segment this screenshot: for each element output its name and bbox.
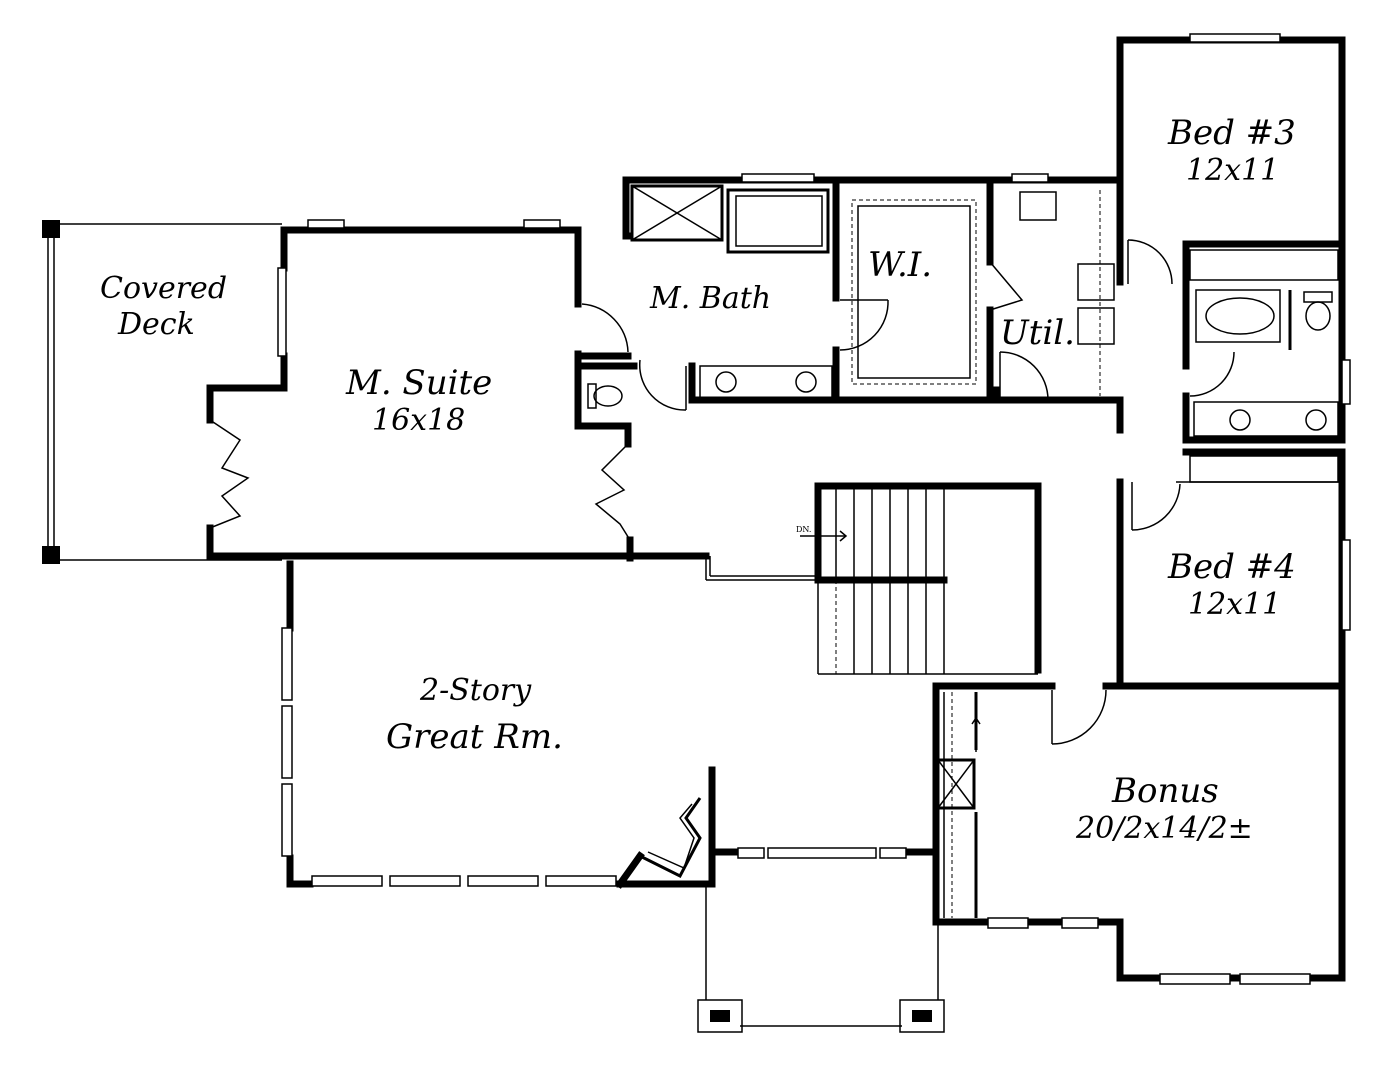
window [281,705,293,779]
bedroom-3 [1116,33,1346,286]
hall-bath [1182,240,1351,444]
master-suite-size: 16x18 [372,403,465,438]
great-room-label: 2-Story [419,673,532,708]
great-room-walls [281,560,716,889]
window [767,847,877,859]
window [737,847,765,859]
utility-label: Util. [1000,313,1075,353]
dryer [1077,307,1115,345]
deck-post [42,220,60,238]
window [1011,173,1049,183]
bonus-size: 20/2x14/2± [1075,811,1253,846]
deck-post [42,546,60,564]
window [311,875,383,887]
window [523,219,561,229]
front-porch [697,847,945,1033]
covered-deck [42,220,282,564]
porch-column [697,999,743,1033]
window [545,875,617,887]
window [879,847,907,859]
stairs-label: DN. [796,525,811,534]
room-labels: Covered Deck M. Suite 16x18 M. Bath W.I.… [100,113,1296,846]
window [1341,359,1351,405]
window [281,627,293,701]
window [1159,973,1231,985]
walk-in-closet [839,176,1024,404]
washer [1077,263,1115,301]
shower [630,184,724,242]
sink [1229,409,1251,431]
bathtub [1195,289,1281,343]
covered-deck-label: Covered [100,271,227,306]
laundry-sink [1019,191,1057,221]
tub [726,188,830,254]
sink [1305,409,1327,431]
porch-column [899,999,945,1033]
window [307,219,345,229]
window [277,267,287,357]
master-bath-label: M. Bath [649,281,771,316]
sink [795,371,817,393]
window [1189,33,1281,43]
great-room-label: Great Rm. [386,717,563,757]
window [281,783,293,857]
bonus-label: Bonus [1111,771,1219,811]
bed3-size: 12x11 [1186,153,1279,188]
hall-walls [626,396,1124,560]
window [389,875,461,887]
window [1061,917,1099,929]
window [1239,973,1311,985]
walk-in-label: W.I. [868,245,932,285]
closet [1189,455,1339,483]
vanity [699,365,833,399]
window [741,173,815,183]
window [987,917,1029,929]
stair-treads [835,486,927,674]
window [1341,539,1351,631]
chase [936,758,976,810]
bed4-label: Bed #4 [1167,547,1296,587]
toilet [1305,301,1331,331]
master-bath [578,173,1122,411]
covered-deck-label: Deck [117,307,195,342]
master-suite-walls [206,219,634,562]
utility-room [986,173,1124,404]
vanity [1193,401,1339,437]
bonus-room [932,682,1346,985]
window [467,875,539,887]
closet [1189,249,1339,281]
sink [715,371,737,393]
staircase: DN. [705,482,1042,675]
bed4-size: 12x11 [1188,587,1281,622]
bed3-label: Bed #3 [1167,113,1296,153]
master-suite-label: M. Suite [345,363,492,403]
toilet [587,383,597,409]
